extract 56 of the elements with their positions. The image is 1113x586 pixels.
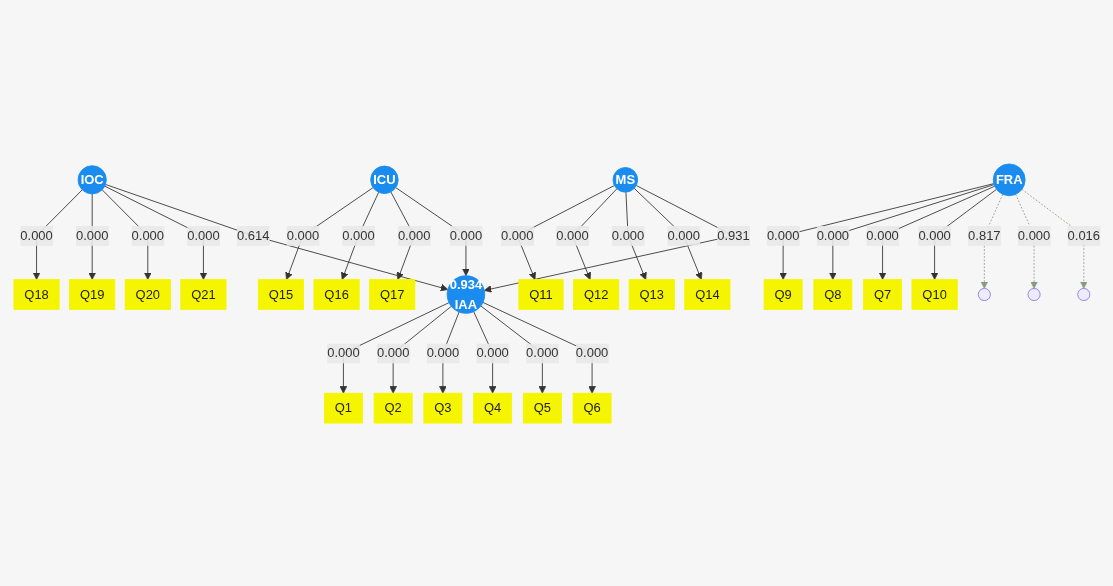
edge-label: 0.000: [917, 227, 951, 242]
edge-label: 0.000: [500, 227, 534, 242]
node-box: Q15: [257, 278, 304, 310]
edge-label: 0.000: [449, 227, 482, 242]
edge-label: 0.817: [967, 227, 1001, 242]
edge-label: 0.000: [341, 227, 375, 242]
edge-label: 0.000: [326, 344, 360, 360]
node-box: Q21: [179, 278, 226, 310]
edge-label: 0.000: [555, 227, 589, 242]
edge-label: 0.000: [397, 227, 430, 242]
edge-label: 0.000: [186, 227, 220, 242]
edge-label: 0.000: [286, 227, 319, 242]
node-box: Q13: [628, 278, 675, 310]
edge-label: 0.000: [816, 227, 849, 242]
edge-label: 0.614: [236, 227, 269, 242]
node-box: Q19: [68, 278, 115, 310]
edge-label: 0.000: [666, 227, 700, 242]
edge-label: 0.000: [525, 344, 559, 360]
node-box: Q2: [373, 392, 413, 423]
edge-label: 0.016: [1067, 227, 1100, 242]
edge-label: 0.000: [1017, 227, 1050, 242]
edge-label: 0.000: [475, 344, 509, 360]
edge-label: 0.000: [575, 344, 608, 360]
node-box: Q3: [422, 392, 462, 423]
node-box: Q8: [812, 278, 852, 310]
node-box: Q14: [683, 278, 730, 310]
edge-label: 0.000: [75, 227, 108, 242]
node-box: Q6: [572, 392, 612, 423]
node-box: Q9: [763, 278, 803, 310]
node-box: Q7: [862, 278, 902, 310]
edge-label: 0.000: [766, 227, 799, 242]
node-box: Q20: [124, 278, 171, 310]
node-box: Q11: [517, 278, 564, 310]
node-circle: [1027, 287, 1041, 301]
node-box: Q12: [572, 278, 619, 310]
edge-label: 0.000: [19, 227, 53, 242]
edge-label: 0.000: [376, 344, 409, 360]
edge-label: 0.000: [865, 227, 899, 242]
node-circle: IOC: [77, 164, 107, 194]
edge-label: 0.931: [716, 227, 750, 242]
edge-label: 0.000: [426, 344, 459, 360]
node-circle: FRA: [992, 163, 1026, 196]
edge-label: 0.000: [611, 227, 644, 242]
node-box: Q17: [368, 278, 415, 310]
node-circle: MS: [612, 166, 638, 193]
node-circle: [977, 287, 991, 301]
node-circle: [1076, 287, 1090, 301]
node-box: Q4: [472, 392, 512, 423]
node-box: Q1: [323, 392, 363, 423]
node-circle: ICU: [369, 165, 399, 194]
node-box: Q10: [911, 278, 958, 310]
edge-label: 0.000: [131, 227, 164, 242]
node-circle: 0.934 IAA: [446, 274, 485, 314]
node-box: Q5: [522, 392, 562, 423]
node-box: Q16: [313, 278, 360, 310]
node-box: Q18: [13, 278, 60, 310]
